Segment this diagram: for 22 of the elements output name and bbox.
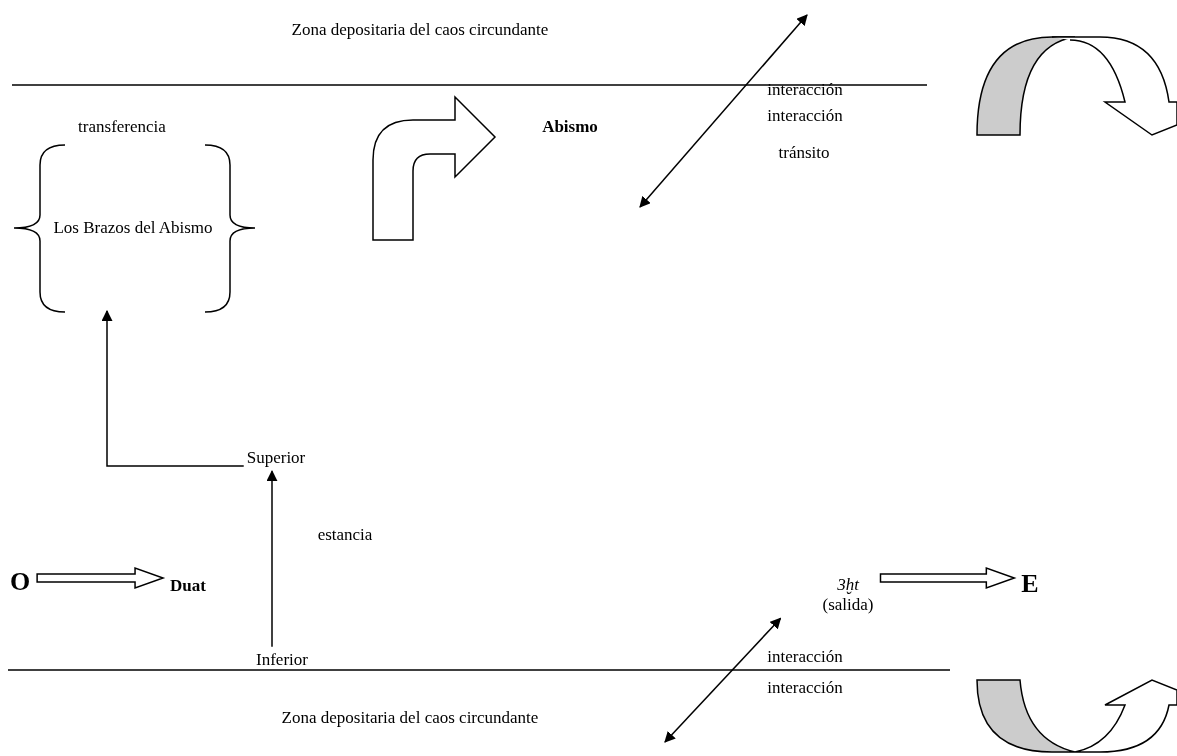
edge-label: estancia [317,524,373,546]
arrow [101,309,245,467]
level-label: Inferior [256,649,308,671]
interaction-label: interacción [767,105,843,127]
transit-label: tránsito [778,142,830,164]
note-label: (salida) [822,595,874,616]
zone-label: Zona depositaria del caos circundante [291,19,549,41]
block-arrow [36,566,166,590]
region-label: Abismo [542,116,598,138]
caption-text: transferencia [78,116,166,138]
region-label: Los Brazos del Abismo [53,217,213,239]
place-label: Duat [170,575,206,597]
arrow [664,617,782,743]
place-label: 3ḫt [836,574,861,595]
interaction-label: interacción [767,677,843,699]
arrow [266,470,278,648]
block-arrow [879,566,1017,590]
direction-letter: E [1021,568,1039,600]
level-label: Superior [246,447,306,469]
interaction-label: interacción [767,646,843,668]
direction-letter: O [9,566,31,598]
zone-label: Zona depositaria del caos circundante [281,707,539,729]
